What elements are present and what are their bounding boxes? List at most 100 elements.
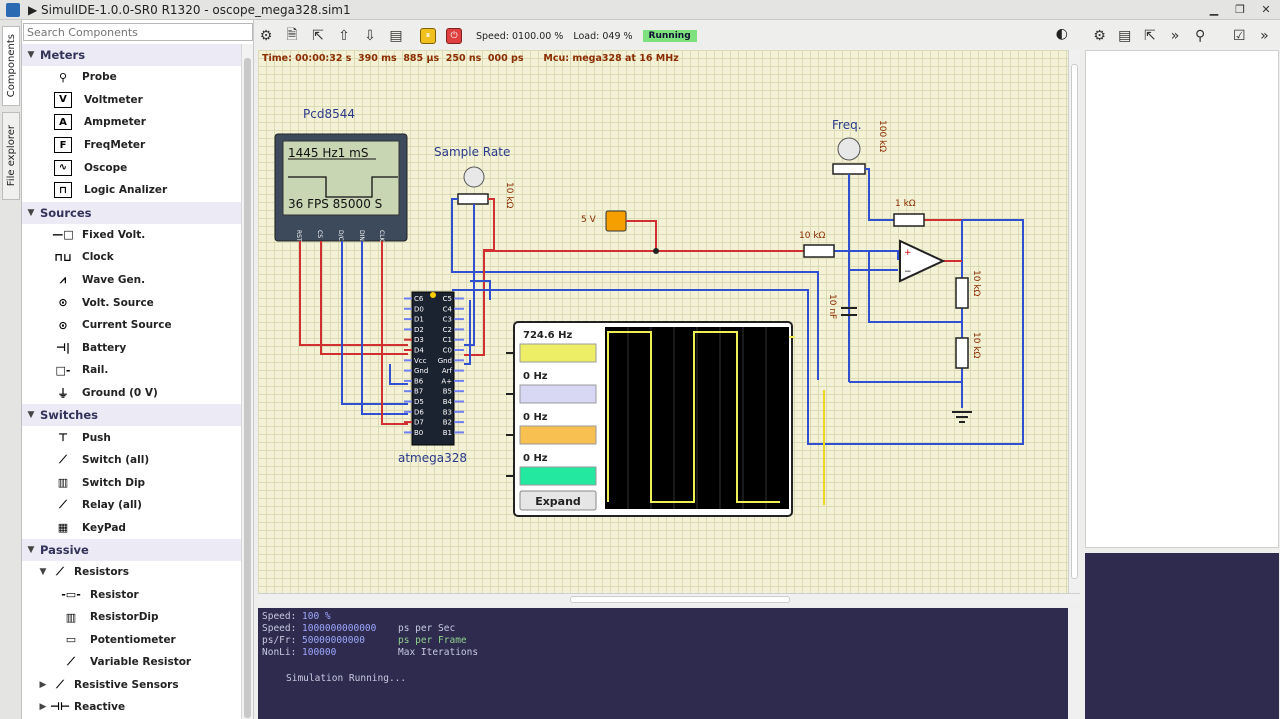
item-switch-all[interactable]: ⟋Switch (all) [22, 449, 241, 472]
category-meters[interactable]: ▼Meters [22, 44, 241, 66]
item-wave-gen[interactable]: ⩘Wave Gen. [22, 269, 241, 292]
close-button[interactable]: ✕ [1261, 3, 1271, 16]
circuit-canvas[interactable]: Time: 00:00:32 s 390 ms 885 µs 250 ns 00… [258, 50, 1068, 593]
load-readout: Load: 049 % [573, 30, 633, 42]
item-resistordip[interactable]: ▥ResistorDip [22, 606, 241, 629]
mcu-name: atmega328 [398, 451, 467, 465]
pot2-value: 100 kΩ [877, 120, 887, 152]
resistor-10k-upper[interactable] [955, 277, 969, 309]
item-relay-all[interactable]: ⟋Relay (all) [22, 494, 241, 517]
mcu-pin-c5: C5 [443, 295, 452, 303]
resistor-category-icon: ⟋ [56, 565, 64, 579]
new-subcircuit-icon[interactable]: ⇱ [1143, 28, 1156, 44]
item-variable-resistor[interactable]: ⟋Variable Resistor [22, 651, 241, 674]
item-resistor[interactable]: -▭-Resistor [22, 583, 241, 606]
resistor-10k-lower[interactable] [955, 337, 969, 369]
properties-icon[interactable]: ▤ [1118, 28, 1132, 44]
resistor-10k[interactable] [803, 244, 835, 258]
more-chevron-icon[interactable]: » [1170, 28, 1180, 44]
category-switches[interactable]: ▼Switches [22, 404, 241, 427]
item-volt-source[interactable]: ⊙Volt. Source [22, 291, 241, 314]
resistive-sensor-icon: ⟋ [56, 677, 64, 691]
minimize-button[interactable]: ▁ [1209, 3, 1219, 16]
lcd-pin-cs: CS [316, 230, 323, 238]
ground-symbol[interactable] [952, 411, 972, 423]
pause-button[interactable]: ⏸ [418, 27, 438, 45]
search-icon[interactable]: ⚲ [1195, 28, 1206, 44]
sample-rate-knob[interactable] [463, 166, 485, 188]
canvas-hscrollbar[interactable] [258, 593, 1080, 605]
item-switch-dip[interactable]: ▥Switch Dip [22, 472, 241, 495]
search-input[interactable] [23, 23, 253, 41]
sample-rate-potentiometer[interactable] [457, 193, 489, 205]
sample-rate-label: Sample Rate [434, 145, 510, 159]
lcd-pin-clk: CLK [378, 230, 385, 243]
save-circuit-icon[interactable]: ⇩ [364, 28, 376, 44]
freq-potentiometer[interactable] [832, 163, 866, 175]
checkbox-icon[interactable]: ☑ [1232, 28, 1246, 44]
tab-components[interactable]: Components [2, 26, 20, 106]
new-circuit-icon[interactable]: 🗎 [286, 27, 298, 43]
volt-source-icon: ⊙ [58, 296, 68, 310]
clock-icon: ⊓⊔ [54, 250, 72, 264]
open-recent-icon[interactable]: ⇧ [338, 28, 350, 44]
item-keypad[interactable]: ▦KeyPad [22, 517, 241, 540]
item-battery[interactable]: ⊣|Battery [22, 337, 241, 360]
r4-label: 10 kΩ [971, 332, 981, 359]
mcu-pin-b4: B4 [443, 398, 453, 406]
item-potentiometer[interactable]: ▭Potentiometer [22, 628, 241, 651]
category-passive[interactable]: ▼Passive [22, 539, 241, 562]
expand-button[interactable] [519, 490, 597, 511]
item-logic-analizer[interactable]: ⊓Logic Analizer [22, 179, 241, 202]
more-chevron-right-icon[interactable]: » [1260, 28, 1269, 44]
item-probe[interactable]: ⚲Probe [22, 66, 241, 89]
properties-panel [1085, 50, 1279, 548]
fixed-volt-5v[interactable] [605, 210, 627, 232]
settings-gear-icon[interactable]: ⚙ [259, 28, 273, 44]
resistor-1k[interactable] [893, 213, 925, 227]
info-icon[interactable]: ◐ [1055, 26, 1068, 42]
sim-time: Time: 00:00:32 s 390 ms 885 µs 250 ns 00… [262, 53, 524, 64]
mcu-pin-vcc: Vcc [414, 357, 427, 365]
r3-label: 10 kΩ [971, 270, 981, 297]
power-stop-button[interactable]: ⏻ [444, 27, 464, 45]
save-as-icon[interactable]: ▤ [389, 28, 403, 44]
expand-label[interactable]: Expand [535, 495, 581, 508]
lcd-title: Pcd8544 [303, 107, 355, 121]
console-scrollbar[interactable] [1068, 608, 1080, 719]
svg-text:+: + [904, 248, 912, 258]
subcategory-resistive-sensors[interactable]: ▶⟋Resistive Sensors [22, 674, 241, 696]
panel-scrollbar[interactable] [241, 44, 253, 719]
freq-knob[interactable] [837, 137, 861, 161]
item-ground[interactable]: ⏚Ground (0 V) [22, 382, 241, 405]
item-current-source[interactable]: ⊙Current Source [22, 314, 241, 337]
lcd-pin-din: DIN [358, 230, 365, 241]
subcategory-reactive[interactable]: ▶⊣⊢Reactive [22, 696, 241, 718]
canvas-vscrollbar[interactable] [1068, 50, 1080, 593]
item-oscope[interactable]: ∿Oscope [22, 156, 241, 179]
mcu-pin-d4: D4 [414, 347, 424, 355]
mcu-pin-b6: B6 [414, 377, 424, 385]
maximize-button[interactable]: ❐ [1235, 3, 1245, 16]
lcd-pin-rst: RST [295, 230, 302, 242]
category-sources[interactable]: ▼Sources [22, 201, 241, 224]
tab-file-explorer[interactable]: File explorer [2, 112, 20, 200]
switch-icon: ⟋ [59, 453, 67, 467]
open-circuit-icon[interactable]: ⇱ [312, 28, 324, 44]
opamp[interactable] [899, 239, 946, 283]
mcu-pin-a: A+ [441, 377, 452, 385]
item-rail[interactable]: □-Rail. [22, 359, 241, 382]
subcategory-resistors[interactable]: ▼⟋Resistors [22, 561, 241, 583]
item-fixed-volt[interactable]: —□Fixed Volt. [22, 224, 241, 247]
item-push[interactable]: ⊤Push [22, 426, 241, 449]
item-clock[interactable]: ⊓⊔Clock [22, 246, 241, 269]
component-settings-icon[interactable]: ⚙ [1093, 28, 1106, 44]
rail-icon: □- [55, 363, 71, 377]
fixed-volt-icon: —□ [52, 228, 74, 242]
battery-icon: ⊣| [55, 341, 71, 355]
